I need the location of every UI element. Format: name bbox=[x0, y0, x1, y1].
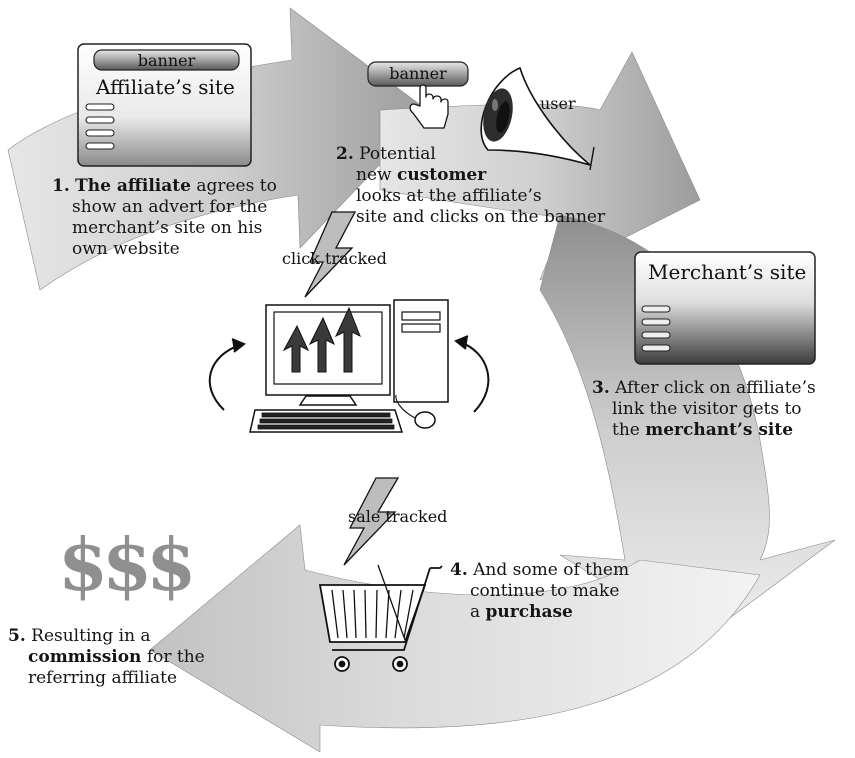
step-4-text: 4. And some of them continue to make a p… bbox=[450, 560, 630, 622]
sale-tracked-label: sale tracked bbox=[348, 507, 448, 526]
cycle-arrow-right bbox=[379, 51, 836, 641]
step-4-number: 4. bbox=[450, 560, 468, 580]
merchant-site-window bbox=[634, 251, 816, 365]
eye-icon bbox=[480, 66, 595, 171]
step-1-text: 1. The affiliate agrees to show an adver… bbox=[52, 176, 277, 259]
step-4-bold: purchase bbox=[485, 602, 573, 622]
user-banner bbox=[367, 61, 469, 87]
cycle-arrow-icons bbox=[208, 335, 490, 413]
affiliate-banner-label: banner bbox=[137, 51, 196, 70]
step-5-text: 5. Resulting in a commission for the ref… bbox=[8, 626, 205, 688]
step-5-bold: commission bbox=[28, 647, 142, 667]
step-3-bold: merchant’s site bbox=[645, 420, 794, 440]
shopping-cart-icon bbox=[318, 564, 443, 672]
user-banner-label: banner bbox=[389, 64, 447, 83]
cycle-arrow-bottom bbox=[149, 524, 761, 753]
step-2-bold: customer bbox=[396, 165, 487, 185]
dollar-signs-icon: $$$ bbox=[58, 522, 196, 607]
lightning-icon-sale bbox=[343, 477, 400, 566]
step-3-number: 3. bbox=[592, 378, 610, 398]
step-2-text: 2. Potential new customer looks at the a… bbox=[336, 144, 606, 227]
affiliate-site-window bbox=[77, 43, 252, 167]
step-1-number: 1. bbox=[52, 176, 70, 196]
click-tracked-label: click tracked bbox=[282, 249, 387, 268]
merchant-site-title: Merchant’s site bbox=[648, 260, 807, 284]
step-1-lead: The affiliate bbox=[75, 176, 191, 196]
user-label: user bbox=[540, 94, 576, 113]
step-3-text: 3. After click on affiliate’s link the v… bbox=[592, 378, 816, 440]
text-lines-icon bbox=[85, 103, 115, 150]
lightning-icon-click bbox=[304, 211, 357, 298]
affiliate-site-title: Affiliate’s site bbox=[96, 75, 235, 99]
step-5-number: 5. bbox=[8, 626, 26, 646]
step-2-number: 2. bbox=[336, 144, 354, 164]
hand-cursor-icon bbox=[409, 84, 449, 129]
rising-arrows-icon bbox=[282, 306, 361, 373]
